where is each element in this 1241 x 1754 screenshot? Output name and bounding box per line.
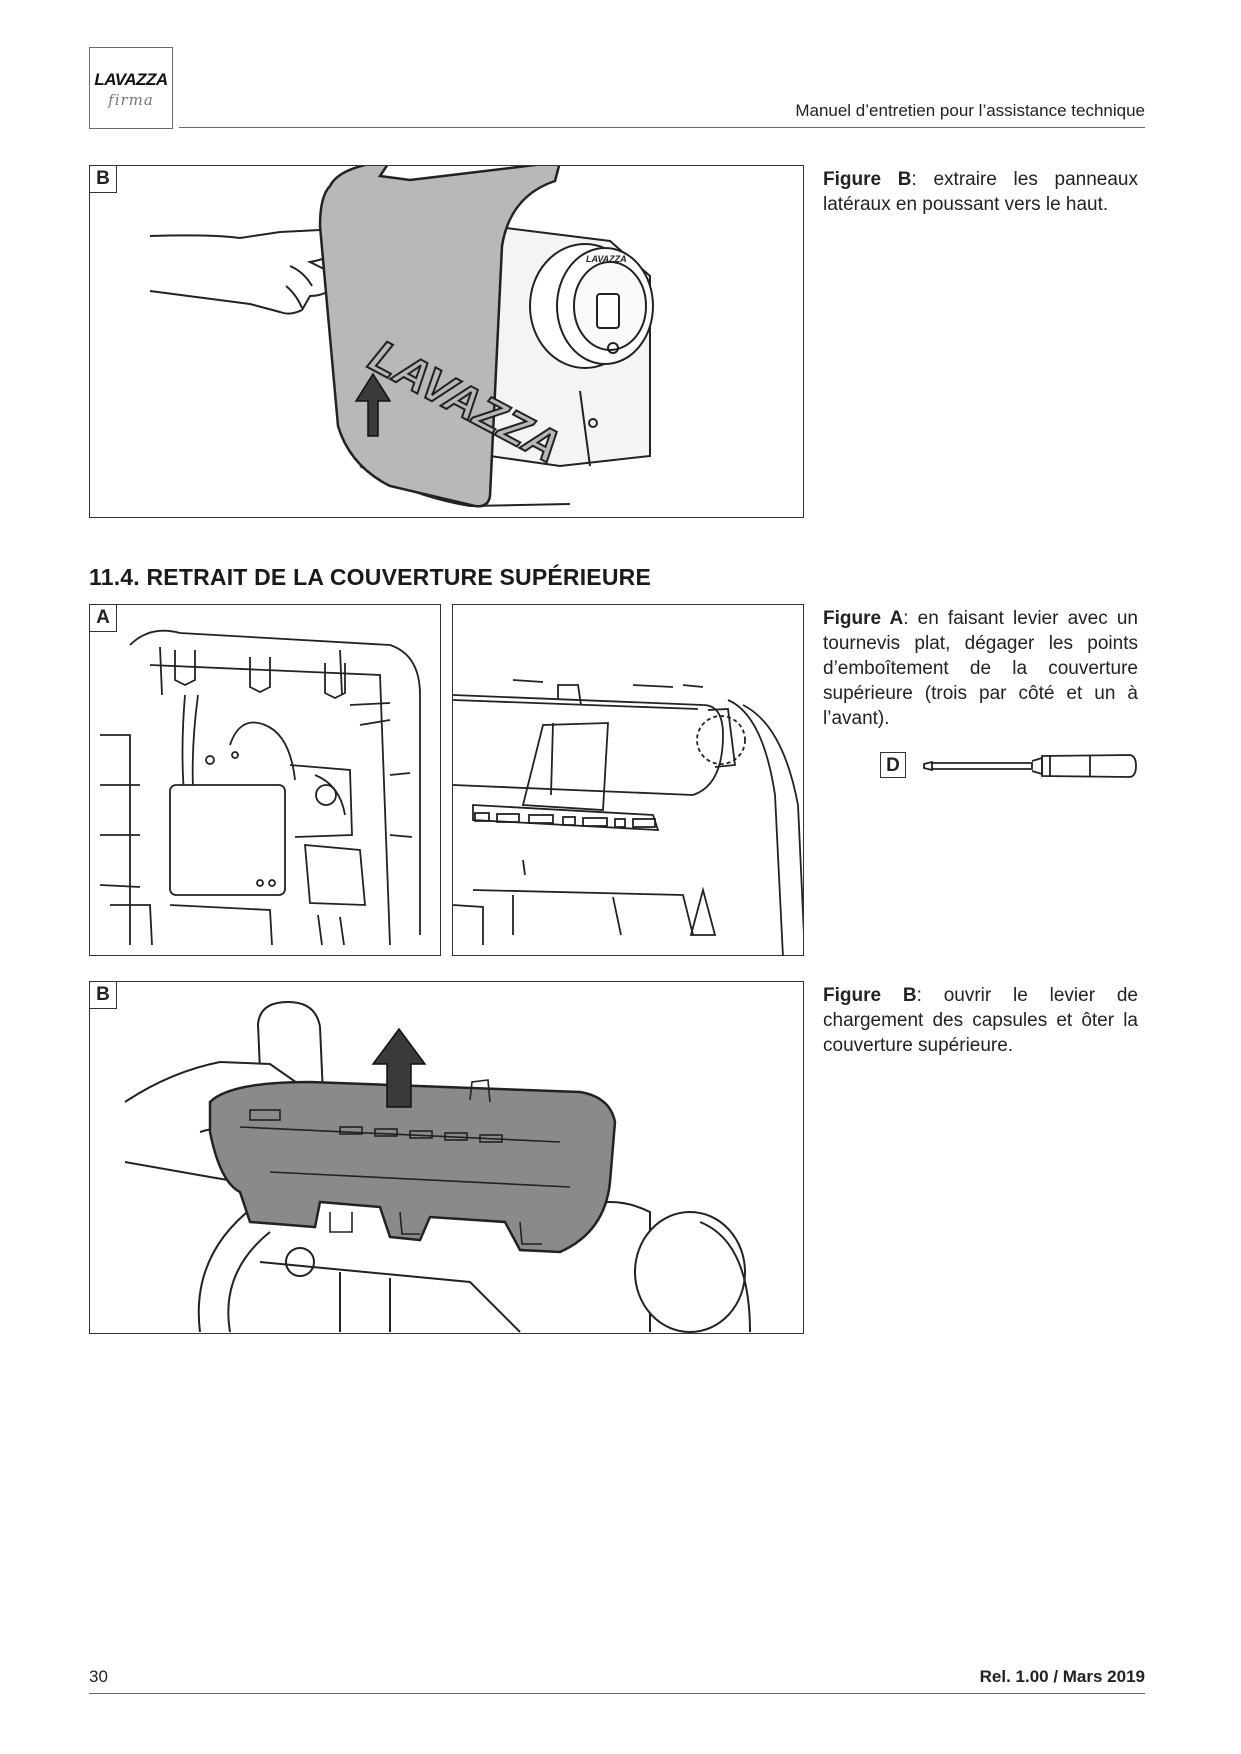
manual-title: Manuel d’entretien pour l’assistance tec… (795, 101, 1145, 120)
up-arrow-icon (354, 372, 392, 437)
caption-lead: Figure A (823, 608, 904, 629)
cover-clip-illustration (453, 679, 803, 955)
caption-text: : extraire les panneaux latéraux en pous… (823, 169, 1138, 215)
caption-figure-b-top: Figure B: extraire les panneaux latéraux… (823, 167, 1138, 217)
page-number: 30 (89, 1667, 108, 1686)
internal-components-illustration (99, 629, 421, 946)
caption-lead: Figure B (823, 169, 912, 190)
header-divider (179, 127, 1145, 128)
figure-side-panel-removal: LAVAZZA LAVAZZA B (89, 165, 804, 518)
footer-divider (89, 1693, 1145, 1694)
brand-logo: LAVAZZA firma (89, 47, 173, 129)
figure-label: A (90, 605, 117, 632)
side-panel (318, 166, 561, 508)
figure-a-right-clip-detail (452, 604, 804, 956)
side-panel-illustration: LAVAZZA LAVAZZA (149, 166, 654, 508)
top-cover (208, 1080, 617, 1254)
top-cover-illustration (124, 1000, 751, 1333)
release-info: Rel. 1.00 / Mars 2019 (979, 1667, 1145, 1686)
figure-label: B (90, 166, 117, 193)
caption-figure-a: Figure A: en faisant levier avec un tour… (823, 606, 1138, 731)
up-arrow-icon (371, 1027, 427, 1108)
caption-figure-b-bottom: Figure B: ouvrir le levier de chargement… (823, 983, 1138, 1058)
tool-label-d: D (880, 752, 906, 778)
display-brand-lettering: LAVAZZA (586, 254, 627, 264)
logo-subtitle: firma (108, 91, 154, 109)
flat-screwdriver-icon (923, 754, 1137, 778)
caption-text: : ouvrir le levier de chargement des cap… (823, 985, 1139, 1056)
figure-label: B (90, 982, 117, 1009)
section-heading: 11.4. RETRAIT DE LA COUVERTURE SUPÉRIEUR… (89, 564, 651, 590)
figure-top-cover-removal: B (89, 981, 804, 1334)
logo-wordmark: LAVAZZA (94, 70, 168, 89)
figure-a-left-internal-view: A (89, 604, 441, 956)
caption-text: : en faisant levier avec un tournevis pl… (823, 608, 1138, 729)
caption-lead: Figure B (823, 985, 917, 1006)
